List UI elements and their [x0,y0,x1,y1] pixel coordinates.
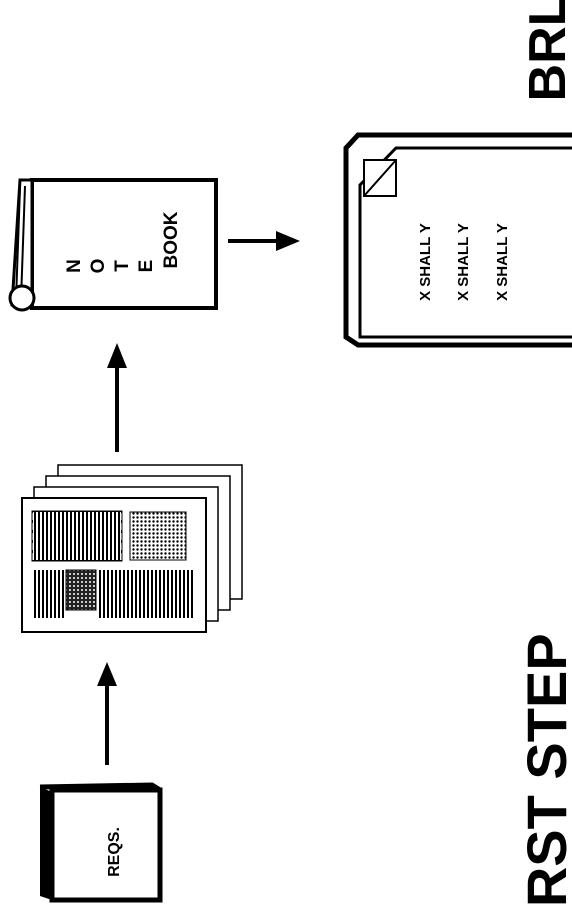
arrow-printout-to-notebook [107,343,127,452]
title-first-step: IRST STEP [515,633,572,909]
arrow-notebook-to-document [228,231,300,251]
notebook-letter-n: N [64,259,85,273]
document-line-1: X SHALL Y [417,223,434,301]
notebook-letter-t: T [112,260,133,272]
notebook-letter-e: E [136,260,157,273]
document-line-3: X SHALL Y [494,223,511,301]
notebook-word-book: BOOK [161,211,182,268]
requirements-document-icon: X SHALL Y X SHALL Y X SHALL Y [346,135,572,345]
notebook-letter-o: O [88,259,109,274]
reqs-book-icon: REQS. [40,785,160,900]
reqs-label: REQS. [106,827,123,877]
title-brl: BRL [519,0,572,101]
arrow-reqs-to-printout [97,662,117,765]
printout-stack-icon [22,465,242,632]
document-line-2: X SHALL Y [455,223,472,301]
notebook-icon: N O T E BOOK [10,180,216,310]
